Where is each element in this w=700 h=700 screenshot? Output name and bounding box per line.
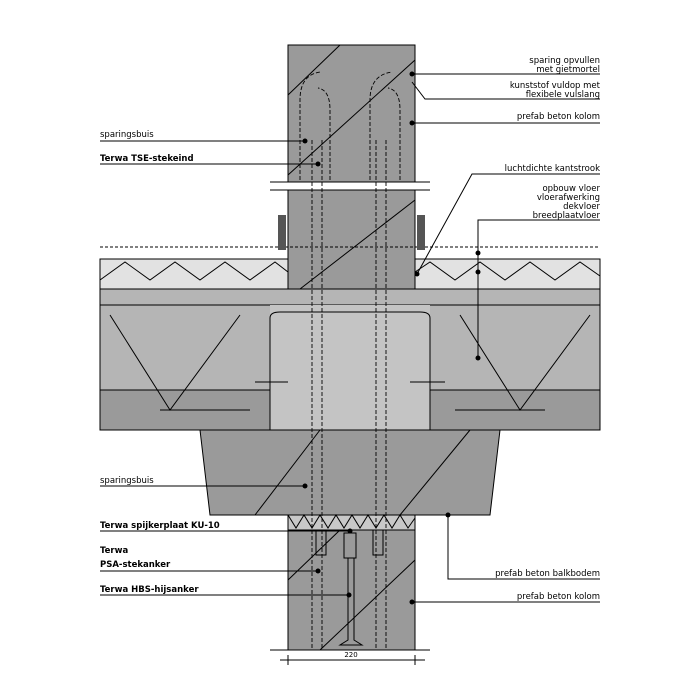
lower-column [287, 514, 416, 651]
label-opbouw-vloer: opbouw vloer [542, 184, 600, 194]
label-kolom-top: prefab beton kolom [517, 112, 600, 122]
dimension-text: 220 [344, 651, 357, 659]
upper-column [270, 44, 430, 290]
floor-finish [99, 215, 601, 290]
label-psa-2: PSA-stekanker [100, 560, 171, 570]
label-sparingsbuis-top: sparingsbuis [100, 130, 154, 140]
label-vuldop: kunststof vuldop met [510, 81, 601, 91]
slab [99, 288, 601, 470]
label-tse-stekeind: Terwa TSE-stekeind [100, 154, 194, 164]
label-sparingsbuis-bottom: sparingsbuis [100, 476, 154, 486]
label-gietmortel: met gietmortel [536, 65, 600, 75]
sparingsbuis-lines [311, 140, 387, 650]
label-vloerafwerking: vloerafwerking [537, 193, 600, 203]
label-balkbodem: prefab beton balkbodem [495, 569, 600, 579]
label-kantstrook: luchtdichte kantstrook [505, 164, 600, 174]
label-breedplaatvloer: breedplaatvloer [533, 211, 601, 221]
kantstrook-right [417, 215, 425, 250]
label-kolom-bottom: prefab beton kolom [517, 592, 600, 602]
label-spijkerplaat: Terwa spijkerplaat KU-10 [100, 521, 220, 531]
label-psa-1: Terwa [100, 546, 128, 556]
label-dekvloer: dekvloer [563, 202, 600, 212]
dimension-line: 220 [270, 649, 430, 665]
beam-bottom [199, 429, 501, 516]
label-sparing-opvullen: sparing opvullen [529, 56, 600, 66]
label-vulslang: flexibele vulslang [526, 90, 600, 100]
leaders [100, 71, 600, 605]
kantstrook-left [278, 215, 286, 250]
label-hbs: Terwa HBS-hijsanker [100, 585, 199, 595]
